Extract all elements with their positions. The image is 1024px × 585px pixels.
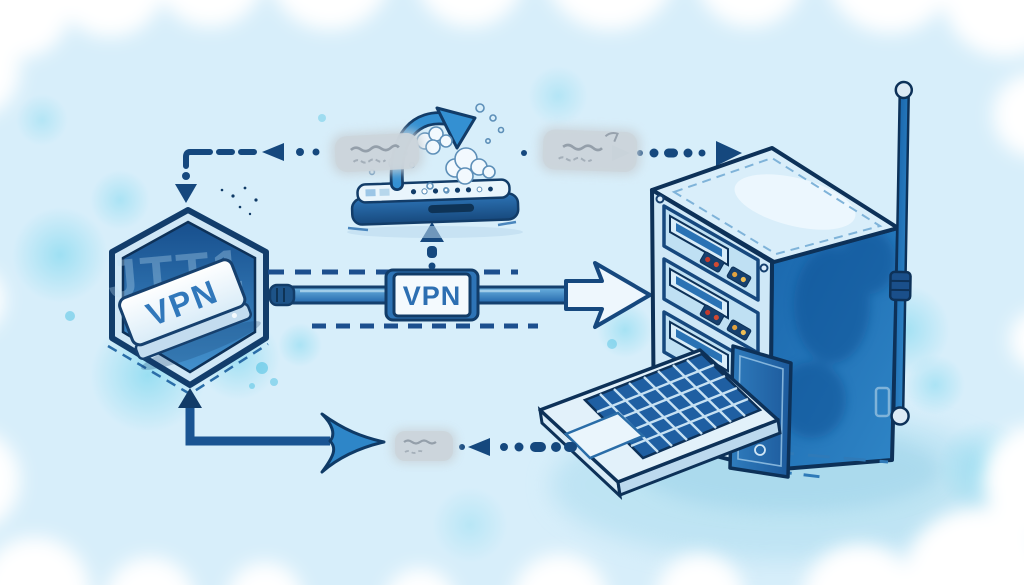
top-face-sketch-line [671, 156, 883, 256]
tunnel-label-plate [392, 272, 472, 318]
status-led-chip [726, 266, 752, 288]
status-led [705, 256, 711, 263]
swoosh-arrow-icon [320, 412, 386, 474]
tunnel-outline-arrow-icon [564, 261, 652, 329]
vpn-appliance-hexagon: JTT1 VPN [105, 186, 269, 396]
status-led-chip [699, 251, 725, 273]
status-led [713, 261, 719, 268]
tunnel-label: VPN [403, 281, 462, 311]
server-rack-bay [662, 204, 760, 302]
vpn-box-device: VPN [118, 258, 261, 370]
vpn-tunnel: VPN [268, 222, 652, 329]
pole-collar [888, 270, 912, 302]
router-slot [428, 203, 475, 214]
return-arrow [178, 388, 386, 474]
scribble-text [403, 439, 437, 445]
arrow-down-icon [175, 184, 197, 203]
ink-speckles [220, 186, 258, 216]
dotted-path-laptop-return [459, 438, 577, 456]
pole-top-ball [894, 80, 914, 100]
speed-lines [771, 450, 889, 464]
note-router-left [330, 129, 424, 176]
scribble-text [562, 143, 603, 152]
status-led [732, 271, 738, 278]
laptop [537, 344, 793, 501]
led-icon [231, 312, 237, 319]
side-handle [874, 386, 891, 418]
router-leds [410, 186, 493, 195]
arrow-left-icon [468, 438, 490, 456]
logo-icon [754, 444, 766, 456]
status-led [740, 276, 746, 283]
note-return-path [392, 429, 456, 463]
dotted-path-router-to-vpn [175, 143, 320, 203]
pipe-cap [268, 283, 296, 307]
note-router-right [538, 126, 642, 176]
antenna-pole [888, 80, 914, 426]
laptop-trackpad [563, 411, 646, 460]
sketch-dashed-outline [107, 342, 269, 396]
arrow-left-icon [262, 143, 284, 161]
arrow-up-icon [178, 388, 202, 408]
pole-bottom-ball [890, 406, 910, 426]
scribble-text [349, 144, 400, 153]
arrow-right-icon [716, 141, 742, 166]
